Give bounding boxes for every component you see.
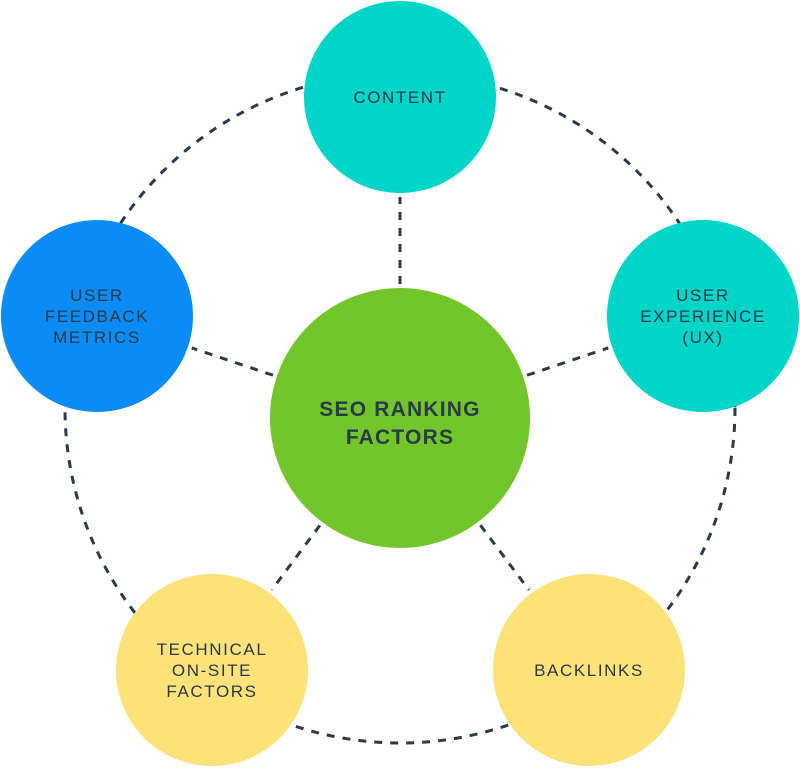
spoke-backlinks [479,524,531,591]
node-backlinks: BACKLINKS [493,574,685,766]
node-circle-user-feedback-metrics [1,220,193,412]
spoke-technical-on-site-factors [270,524,322,591]
node-circle-content [304,1,496,193]
node-label-user-feedback-metrics-line-2: FEEDBACK [45,307,149,326]
node-label-user-feedback-metrics-line-3: METRICS [53,328,141,347]
node-circle-technical-on-site-factors [116,574,308,766]
center-circle [270,288,530,548]
node-label-user-experience-line-3: (UX) [682,328,723,347]
node-label-content-line-1: CONTENT [353,88,446,107]
node-label-user-feedback-metrics-line-1: USER [70,286,124,305]
node-label-technical-on-site-factors-line-3: FACTORS [166,682,257,701]
spoke-user-feedback-metrics [191,346,274,377]
node-user-experience: USER EXPERIENCE (UX) [607,220,799,412]
node-label-user-experience-line-2: EXPERIENCE [640,307,766,326]
node-content: CONTENT [304,1,496,193]
node-user-feedback-metrics: USER FEEDBACK METRICS [1,220,193,412]
node-label-user-experience-line-1: USER [676,286,730,305]
node-circle-backlinks [493,574,685,766]
node-label-backlinks-line-1: BACKLINKS [534,661,644,680]
center-node: SEO RANKING FACTORS [270,288,530,548]
node-circle-user-experience [607,220,799,412]
spoke-user-experience [526,346,609,377]
node-technical-on-site-factors: TECHNICAL ON-SITE FACTORS [116,574,308,766]
center-label-line-1: SEO RANKING [319,398,480,421]
spokes [191,197,609,591]
node-label-technical-on-site-factors-line-2: ON-SITE [172,661,252,680]
center-label-line-2: FACTORS [346,426,454,449]
outer-dashed-ring [63,71,737,745]
node-label-technical-on-site-factors-line-1: TECHNICAL [157,640,268,659]
